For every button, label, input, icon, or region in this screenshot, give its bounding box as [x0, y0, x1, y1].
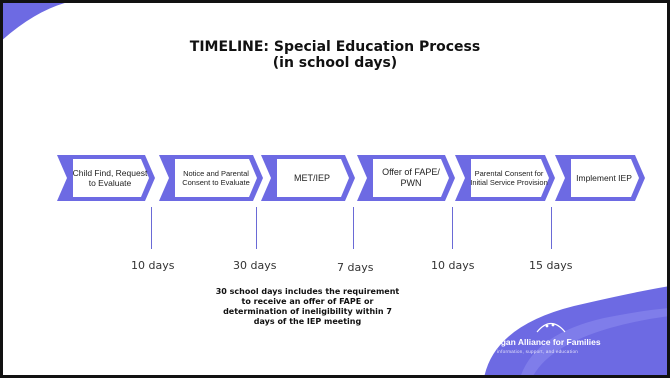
step-label: Implement IEP	[576, 172, 632, 183]
interval-tick	[151, 207, 152, 249]
chevron-shape	[555, 155, 645, 201]
step-label: Parental Consent for Initial Service Pro…	[470, 169, 548, 187]
logo-tagline: information, support, and education	[497, 349, 579, 354]
chevron-shape	[57, 155, 155, 201]
interval-tick	[256, 207, 257, 249]
logo: Michigan Alliance for Families informati…	[471, 322, 649, 359]
chevron-shape	[261, 155, 355, 201]
interval-tick	[551, 207, 552, 249]
timeline-note: 30 school days includes the requirement …	[215, 287, 400, 326]
corner-decoration	[484, 286, 667, 375]
interval-label: 10 days	[131, 259, 175, 272]
title-line-1: TIMELINE: Special Education Process	[189, 39, 481, 55]
logo-name: Michigan Alliance for Families	[479, 337, 601, 347]
interval-tick	[452, 207, 453, 249]
timeline-step-implement-iep: Implement IEP	[555, 155, 645, 201]
interval-label: 10 days	[431, 259, 475, 272]
interval-tick	[353, 207, 354, 249]
chevron-shape	[357, 155, 455, 201]
step-label: Notice and Parental Consent to Evaluate	[182, 169, 250, 187]
chevron-shape	[455, 155, 555, 201]
interval-label: 15 days	[529, 259, 573, 272]
timeline-step-met-iep: MET/IEP	[261, 155, 355, 201]
step-label: MET/IEP	[293, 172, 330, 183]
logo-mark-icon	[536, 322, 566, 333]
timeline-step-notice-consent: Notice and Parental Consent to Evaluate	[159, 155, 263, 201]
chevron-shape	[159, 155, 263, 201]
step-label: Child Find, Request to Evaluate	[72, 167, 148, 188]
corner-decoration	[3, 3, 65, 40]
timeline-step-offer-fape: Offer of FAPE/ PWN	[357, 155, 455, 201]
page-title: TIMELINE: Special Education Process (in …	[3, 39, 667, 71]
interval-label: 30 days	[233, 259, 277, 272]
timeline-step-parental-consent-services: Parental Consent for Initial Service Pro…	[455, 155, 555, 201]
timeline-step-child-find: Child Find, Request to Evaluate	[57, 155, 155, 201]
interval-label: 7 days	[337, 261, 374, 274]
title-line-2: (in school days)	[272, 55, 398, 71]
step-label: Offer of FAPE/ PWN	[382, 167, 440, 188]
